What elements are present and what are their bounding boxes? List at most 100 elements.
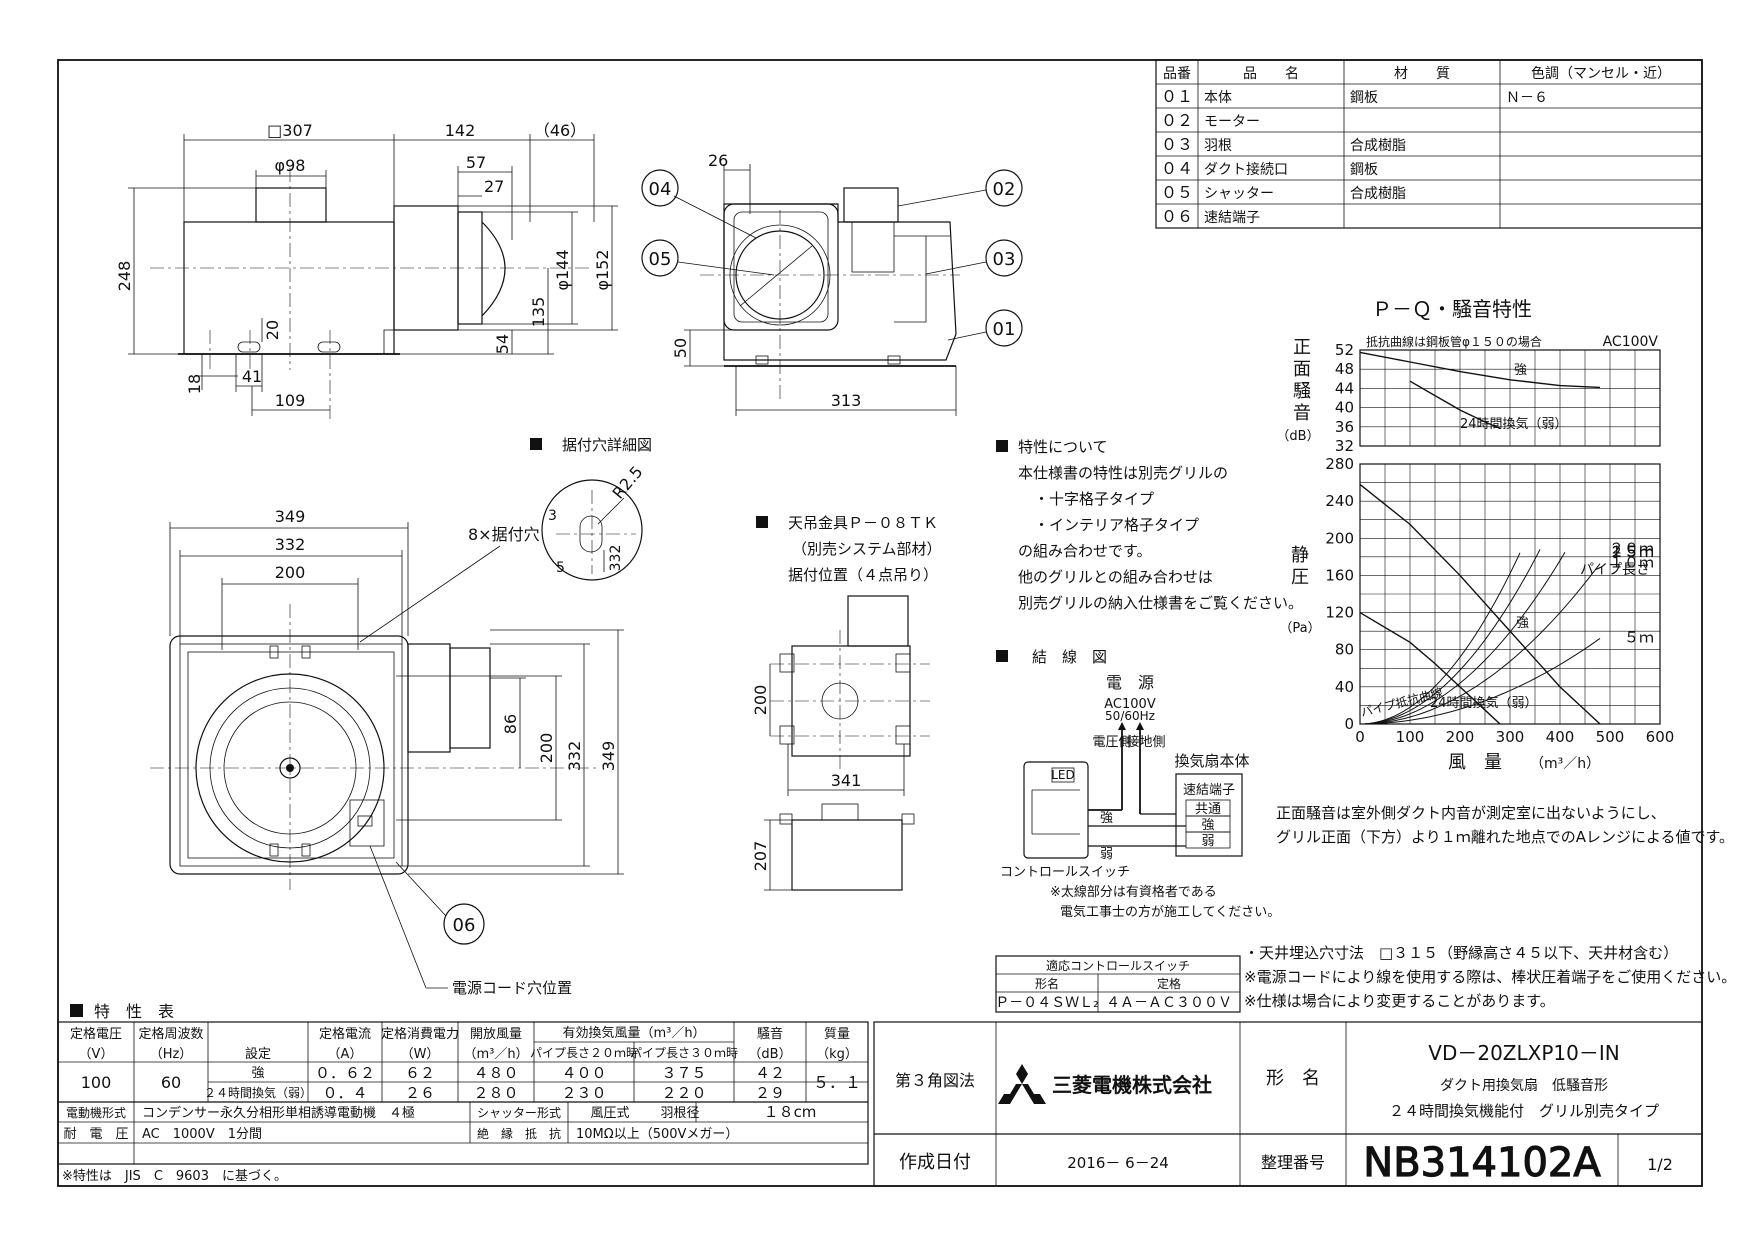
spec-footnote: ※特性は JIS C 9603 に基づく。 [62,1169,287,1184]
pipe-curve-label: ２０ｍ [1609,540,1654,558]
noise-tick-label: 40 [1335,399,1354,417]
callout-02: 02 [897,169,1023,207]
dim-bottom-200: 200 [275,563,306,582]
pq-y-tick-label: 80 [1335,641,1354,659]
pq-line-strong [1359,483,1601,725]
callout-05: 05 [641,239,775,277]
chart-note-resistance: 抵抗曲線は鋼板管φ１５０の場合 [1366,334,1542,349]
parts-cell-no: ０４ [1161,159,1193,178]
general-note: ・天井埋込穴寸法 □３１５（野縁高さ４５以下、天井材含む） [1244,944,1678,962]
note-line: ・十字格子タイプ [1034,490,1154,508]
wiring-title: 結 線 図 [1032,648,1107,666]
pq-noise-chart: Ｐ－Ｑ・騒音特性 抵抗曲線は鋼板管φ１５０の場合 AC100V 正面騒音 （dB… [1276,297,1674,773]
note-line: 別売グリルの納入仕様書をご覧ください。 [1018,594,1303,612]
spec-voltage: 100 [81,1073,112,1092]
wiring-terminal: 速結端子 [1183,783,1235,798]
parts-cell-material: 鋼板 [1350,90,1378,106]
spec-freq: 60 [161,1073,181,1092]
spec-h-voltage: 定格電圧 [70,1026,122,1042]
spec-u-current: （A） [328,1047,363,1062]
mounting-hole-detail: 据付穴詳細図 R2.5 3 5 332 [530,436,652,581]
dim-bottom-332: 332 [275,535,306,554]
parts-cell-name: 速結端子 [1204,210,1260,226]
pq-x-tick-label: 200 [1446,728,1475,746]
wiring-led: LED [1051,768,1075,782]
spec-h-effective-air: 有効換気風量（m³／h） [562,1025,705,1041]
parts-row-05: ０５ シャッター 合成樹脂 [1161,183,1406,202]
svg-text:２３０: ２３０ [561,1084,606,1102]
dim-135: 135 [529,297,548,328]
spec-h-freq: 定格周波数 [138,1026,203,1042]
wiring-power: 電 源 [1106,673,1154,692]
parts-row-04: ０４ ダクト接続口 鋼板 [1161,159,1378,178]
wiring-voltage: AC100V [1104,697,1156,712]
parts-cell-name: モーター [1204,114,1260,130]
noise-series-label: 強 [1514,363,1527,378]
dim-hanger-341: 341 [831,771,862,790]
spec-mass: ５．１ [813,1073,861,1092]
pq-y-tick-label: 280 [1325,455,1354,473]
callout-06: 06 [395,861,485,945]
noise-note-line: 正面騒音は室外側ダクト内音が測定室に出ないようにし、 [1276,804,1666,822]
pq-y-tick-label: 120 [1325,604,1354,622]
pq-series-label: 強 [1516,616,1529,631]
noise-ylabel: 正面騒音 [1293,337,1311,424]
pipe-curve-label: １０ｍ [1609,554,1654,572]
noise-grid [1359,349,1661,447]
parts-header-material: 材 質 [1394,66,1450,82]
hole-detail-title: 据付穴詳細図 [562,436,652,454]
spec-h-open-air: 開放風量 [470,1027,522,1042]
spec-u-power: （W） [401,1047,440,1062]
parts-table: 品番 品 名 材 質 色調（マンセル・近） ０１ 本体 鋼板 Ｎ－６ ０２ モー… [1155,59,1703,229]
parts-cell-material: 合成樹脂 [1350,186,1406,202]
spec-shutter-label: シャッター形式 [477,1106,561,1120]
spec-h-power: 定格消費電力 [381,1026,459,1042]
pq-grid [1359,463,1661,725]
document-number: NB314102A [1363,1140,1601,1186]
parts-cell-name: ダクト接続口 [1204,161,1288,178]
hanger-bracket-view: 天吊金具Ｐ－０８ＴＫ （別売システム部材） 据付位置（４点吊り） 200 341… [751,514,942,891]
pq-y-tick-label: 240 [1325,492,1354,510]
switch-rating: ４Ａ－ＡＣ３００Ｖ [1106,995,1232,1011]
dim-54: 54 [493,334,512,354]
spec-row-strong: 強 ０．６２ ６２ ４８０ ４００ ３７５ ４２ [251,1064,785,1082]
spec-u-open-air: （m³／h） [463,1047,528,1062]
pq-xlabel: 風 量 [1448,752,1502,773]
parts-row-03: ０３ 羽根 合成樹脂 [1161,135,1406,154]
dim-5: 5 [556,560,565,576]
svg-text:02: 02 [993,179,1016,200]
projection-method: 第３角図法 [895,1071,975,1090]
spec-u-noise: （dB） [748,1047,791,1062]
pq-series-label: 24時間換気（弱） [1430,695,1538,711]
spec-title: 特 性 表 [94,1002,174,1021]
wiring-diagram: 結 線 図 電 源 AC100V 50/60Hz 電圧側 接地側 換気扇本体 速… [996,648,1280,920]
pq-y-tick-label: 200 [1325,529,1354,547]
dim-46: （46） [534,121,586,140]
page-number: 1/2 [1647,1155,1673,1174]
noise-line-strong [1359,351,1601,389]
switch-model: Ｐ－０４ＳＷＬ₂ [995,995,1099,1011]
parts-cell-name: 羽根 [1204,138,1232,154]
dim-332-detail: 332 [608,545,624,572]
spec-withstand-label: 耐 電 圧 [63,1127,128,1142]
wiring-lead-weak: 弱 [1100,847,1113,862]
dim-bottom-86: 86 [501,714,520,734]
dim-hanger-200: 200 [751,685,770,716]
wiring-freq: 50/60Hz [1105,709,1155,723]
spec-u-pipe20: パイプ長さ２０ｍ時 [530,1046,638,1060]
parts-row-06: ０６ 速結端子 [1161,207,1260,226]
switch-header-rating: 定格 [1157,976,1181,991]
wiring-term-common: 共通 [1195,802,1221,817]
parts-row-02: ０２ モーター [1161,111,1260,130]
pipe-curve-label: １５ｍ [1609,542,1654,560]
svg-text:２９: ２９ [755,1084,785,1102]
pq-y-tick-label: 0 [1344,715,1354,733]
control-switch-table: 適応コントロールスイッチ 形名 定格 Ｐ－０４ＳＷＬ₂ ４Ａ－ＡＣ３００Ｖ [995,955,1241,1013]
dim-3: 3 [548,508,557,524]
noise-line-weak [1409,380,1501,429]
wiring-unit: 換気扇本体 [1174,752,1249,770]
title-block: 第３角図法 三菱電機株式会社 形 名 VD－20ZLXP10－IN ダクト用換気… [873,1021,1703,1187]
dim-width-307: □307 [267,121,313,140]
note-line: ・インテリア格子タイプ [1034,516,1199,534]
